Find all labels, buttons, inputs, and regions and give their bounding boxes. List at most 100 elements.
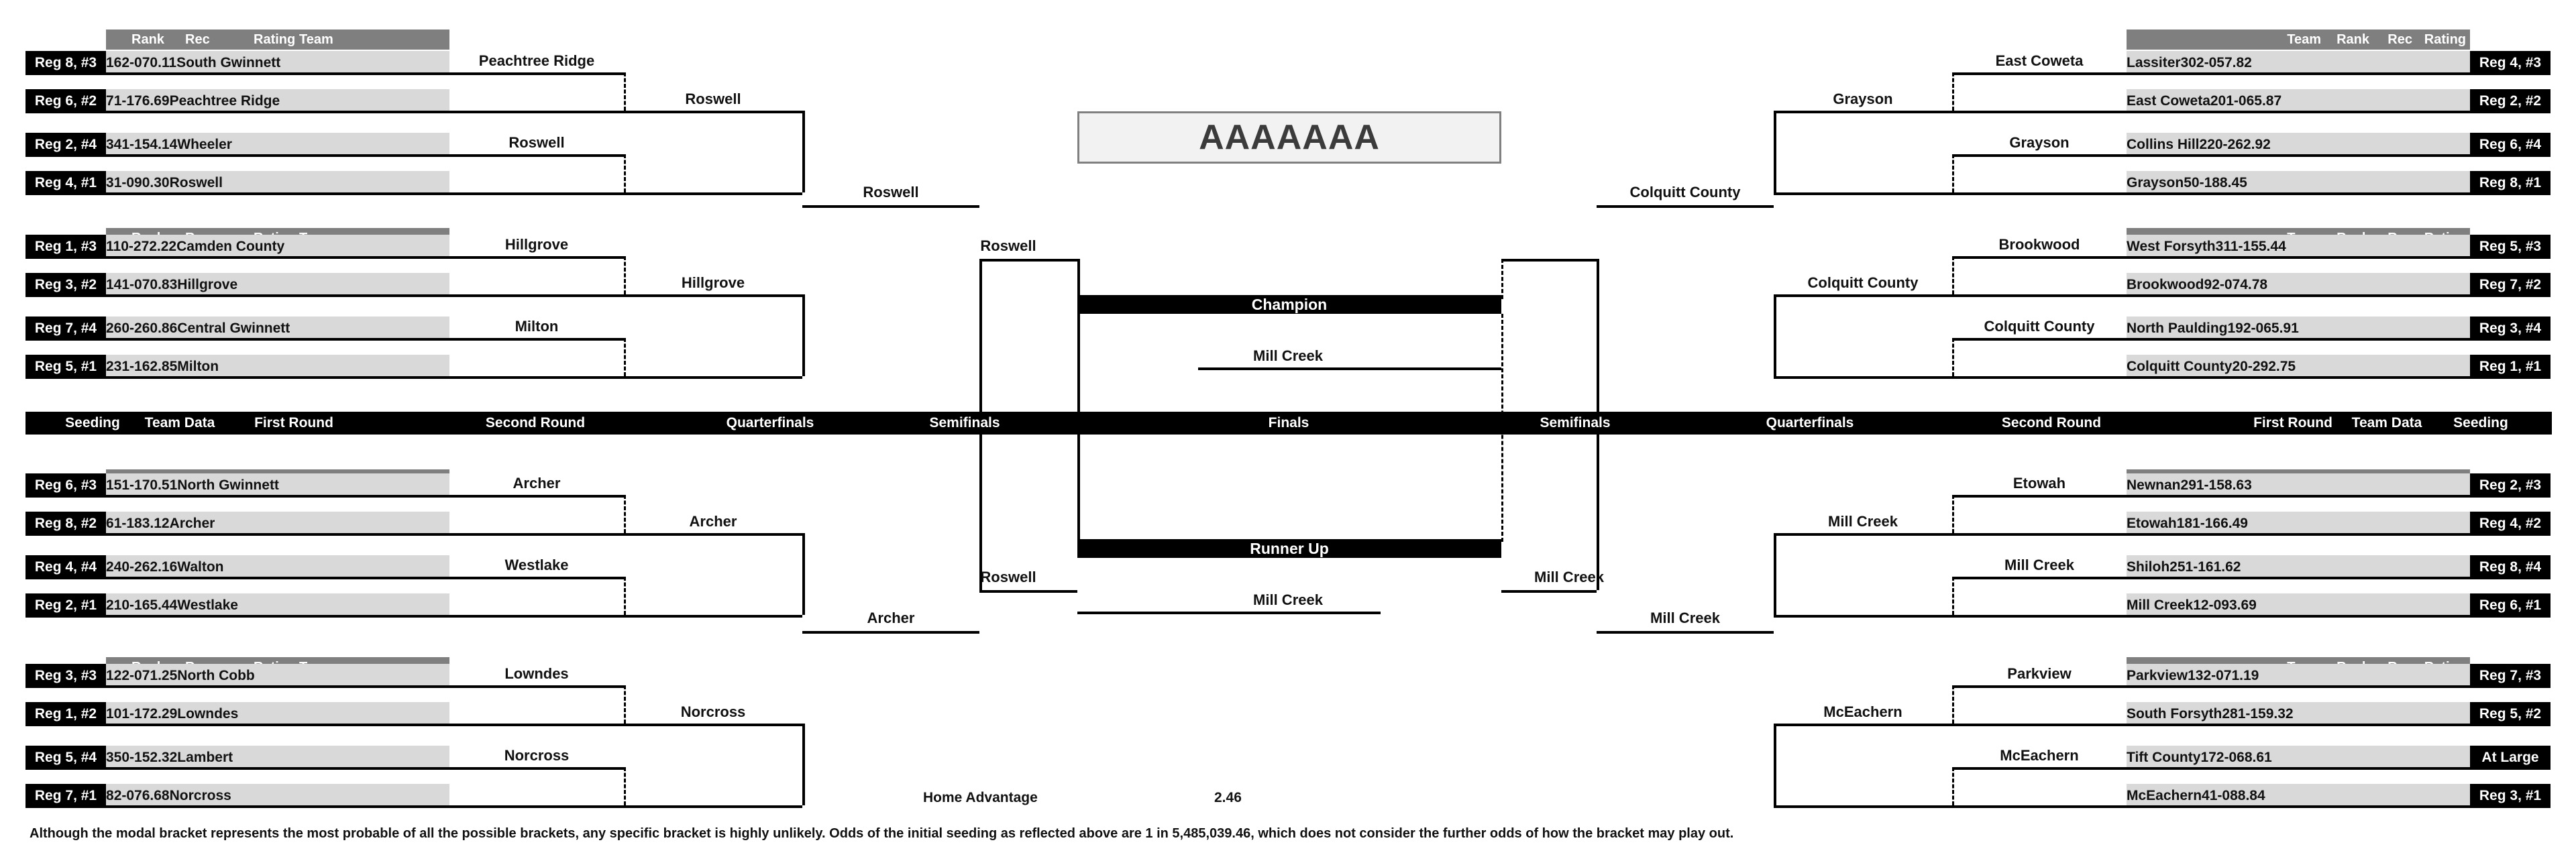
team-row[interactable]: Mill Creek12-093.69 [2127, 593, 2470, 618]
team-row[interactable]: 350-152.32Lambert [106, 746, 449, 770]
bracket-line [1774, 615, 1952, 618]
bracket-line [1597, 631, 1774, 634]
team-row[interactable]: 151-170.51North Gwinnett [106, 473, 449, 498]
team-record: 0-2 [121, 239, 142, 254]
home-advantage-value: 2.46 [1214, 790, 1242, 805]
advance-label: Archer [513, 475, 561, 492]
bracket-line [449, 615, 624, 618]
team-record: 2-0 [2203, 668, 2224, 683]
seed-badge: Reg 3, #1 [2470, 784, 2551, 808]
team-row[interactable]: 260-260.86Central Gwinnett [106, 317, 449, 341]
bracket-connector [802, 724, 805, 805]
advance-label: McEachern [1823, 703, 1902, 720]
team-row[interactable]: North Paulding192-065.91 [2127, 317, 2470, 341]
team-row[interactable]: 210-165.44Westlake [106, 593, 449, 618]
team-row[interactable]: McEachern41-088.84 [2127, 784, 2470, 808]
team-row[interactable]: 162-070.11South Gwinnett [106, 51, 449, 75]
team-rating: 70.83 [142, 277, 178, 292]
bracket-line [449, 495, 624, 498]
team-row[interactable]: Tift County172-068.61 [2127, 746, 2470, 770]
team-row[interactable]: Colquitt County20-292.75 [2127, 355, 2470, 379]
team-name: North Cobb [177, 668, 255, 683]
team-rank: 7 [106, 93, 114, 109]
team-row[interactable]: 101-172.29Lowndes [106, 702, 449, 726]
team-row[interactable]: Newnan291-158.63 [2127, 473, 2470, 498]
advance-label: Mill Creek [1650, 610, 1720, 626]
team-rank: 15 [106, 477, 122, 493]
team-row[interactable]: South Forsyth281-159.32 [2127, 702, 2470, 726]
team-rank: 13 [2188, 668, 2204, 683]
bracket-connector [1952, 338, 1954, 376]
bracket-title-box: AAAAAAA [1077, 111, 1501, 164]
seed-badge: Reg 6, #3 [25, 473, 106, 498]
seed-badge: Reg 3, #3 [25, 664, 106, 688]
bracket-connector [1774, 533, 1776, 615]
team-rating: 60.86 [142, 321, 178, 336]
team-row[interactable]: 240-262.16Walton [106, 555, 449, 579]
team-row[interactable]: 141-070.83Hillgrove [106, 273, 449, 297]
team-name: Shiloh [2127, 559, 2170, 575]
team-record: 2-0 [121, 55, 142, 70]
team-row[interactable]: East Coweta201-065.87 [2127, 89, 2470, 113]
team-row[interactable]: 71-176.69Peachtree Ridge [106, 89, 449, 113]
team-name: Wheeler [177, 137, 232, 152]
bracket-connector [1774, 724, 1776, 805]
team-record: 2-0 [2243, 321, 2264, 336]
bracket-line [1952, 256, 2127, 259]
team-row[interactable]: 341-154.14Wheeler [106, 133, 449, 157]
team-name: Mill Creek [2127, 597, 2194, 613]
bracket-line [1952, 577, 2127, 579]
team-row[interactable]: Brookwood92-074.78 [2127, 273, 2470, 297]
team-row[interactable]: 110-272.22Camden County [106, 235, 449, 259]
bracket-line [1952, 111, 2127, 113]
advance-label: Colquitt County [1629, 184, 1741, 200]
team-row[interactable]: 61-183.12Archer [106, 512, 449, 536]
team-row[interactable]: Shiloh251-161.62 [2127, 555, 2470, 579]
team-row[interactable]: Lassiter302-057.82 [2127, 51, 2470, 75]
team-name: Colquitt County [2127, 359, 2233, 374]
seed-badge: Reg 4, #1 [25, 171, 106, 195]
team-name: Central Gwinnett [177, 321, 290, 336]
team-rating: 62.92 [2235, 137, 2271, 152]
team-name: Grayson [2127, 175, 2184, 190]
team-row[interactable]: Etowah181-166.49 [2127, 512, 2470, 536]
team-row[interactable]: 31-090.30Roswell [106, 171, 449, 195]
team-name: Milton [177, 359, 219, 374]
team-row[interactable]: Parkview132-071.19 [2127, 664, 2470, 688]
team-row[interactable]: 122-071.25North Cobb [106, 664, 449, 688]
team-rank: 11 [106, 239, 121, 254]
advance-label: Roswell [508, 134, 565, 151]
bracket-connector [624, 767, 626, 805]
bracket-line [449, 256, 624, 259]
col-rec-label: Rec [2387, 32, 2412, 47]
col-team-label: Team [299, 32, 333, 47]
team-record: 2-0 [121, 668, 142, 683]
bracket-line [1952, 154, 2127, 157]
team-row[interactable]: Collins Hill220-262.92 [2127, 133, 2470, 157]
bracket-line [624, 376, 802, 379]
team-rating: 59.32 [2258, 706, 2294, 722]
team-rank: 31 [2215, 239, 2231, 254]
col-rec-label: Rec [185, 32, 210, 47]
bracket-line [449, 376, 624, 379]
team-row[interactable]: Grayson50-188.45 [2127, 171, 2470, 195]
bracket-line [449, 805, 624, 808]
team-rank: 30 [2180, 55, 2196, 70]
seed-badge: Reg 3, #2 [25, 273, 106, 297]
team-rank: 4 [2202, 788, 2210, 803]
team-name: Walton [177, 559, 224, 575]
team-row[interactable]: 231-162.85Milton [106, 355, 449, 379]
round-label: First Round [254, 415, 333, 431]
bracket-connector [1952, 577, 1954, 615]
team-rating: 93.69 [2221, 597, 2257, 613]
seed-badge: Reg 6, #1 [2470, 593, 2551, 618]
round-label: First Round [2253, 415, 2332, 431]
seed-badge: Reg 8, #4 [2470, 555, 2551, 579]
team-row[interactable]: West Forsyth311-155.44 [2127, 235, 2470, 259]
team-rating: 88.84 [2230, 788, 2265, 803]
team-rating: 71.19 [2223, 668, 2259, 683]
bracket-line [1952, 495, 2127, 498]
team-row[interactable]: 82-076.68Norcross [106, 784, 449, 808]
bracket-line [1952, 294, 2127, 297]
round-label: Second Round [2001, 415, 2102, 431]
